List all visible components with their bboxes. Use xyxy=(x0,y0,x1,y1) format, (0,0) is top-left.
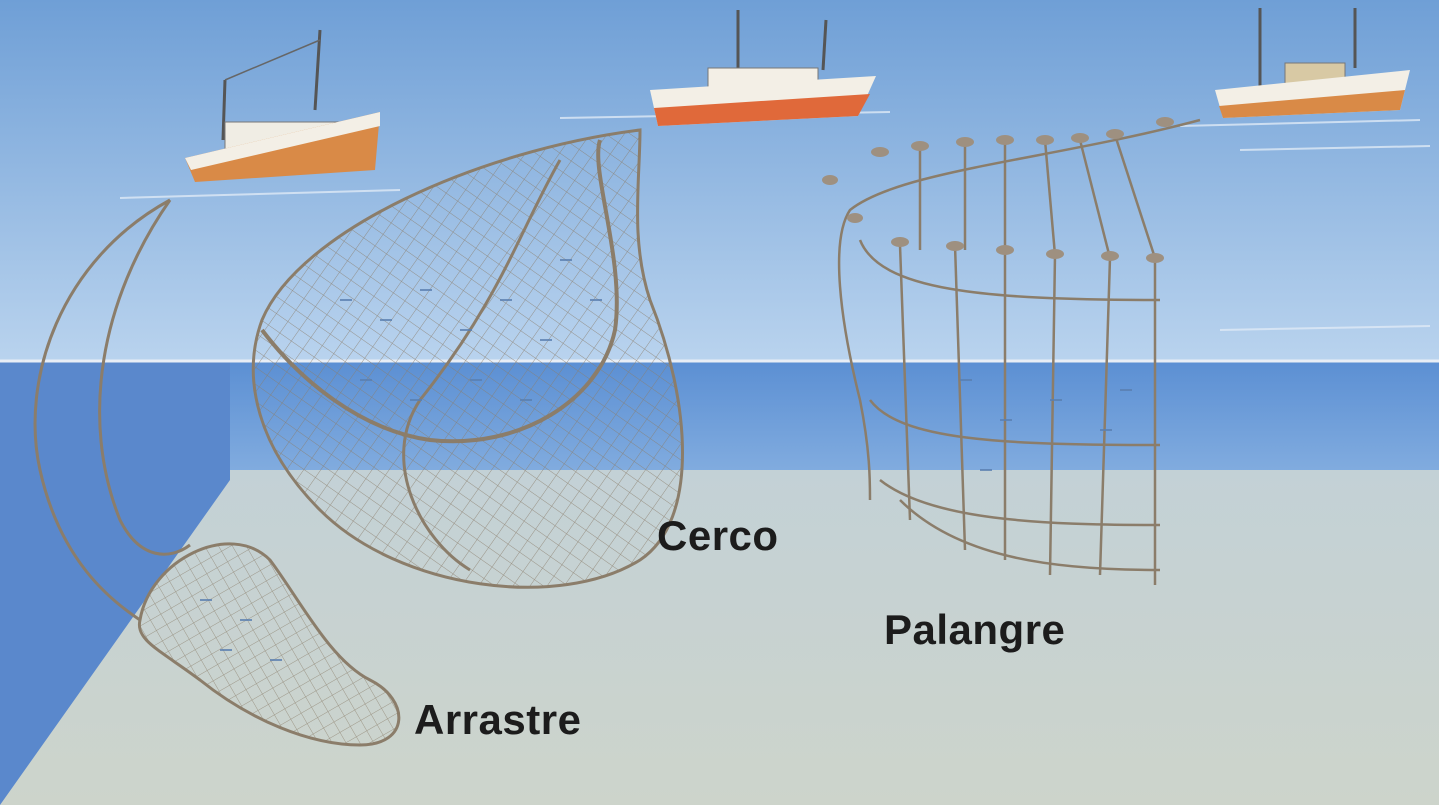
longline-label: Palangre xyxy=(884,606,1065,654)
purse-seine-label: Cerco xyxy=(657,512,779,560)
trawl-label: Arrastre xyxy=(414,696,581,744)
